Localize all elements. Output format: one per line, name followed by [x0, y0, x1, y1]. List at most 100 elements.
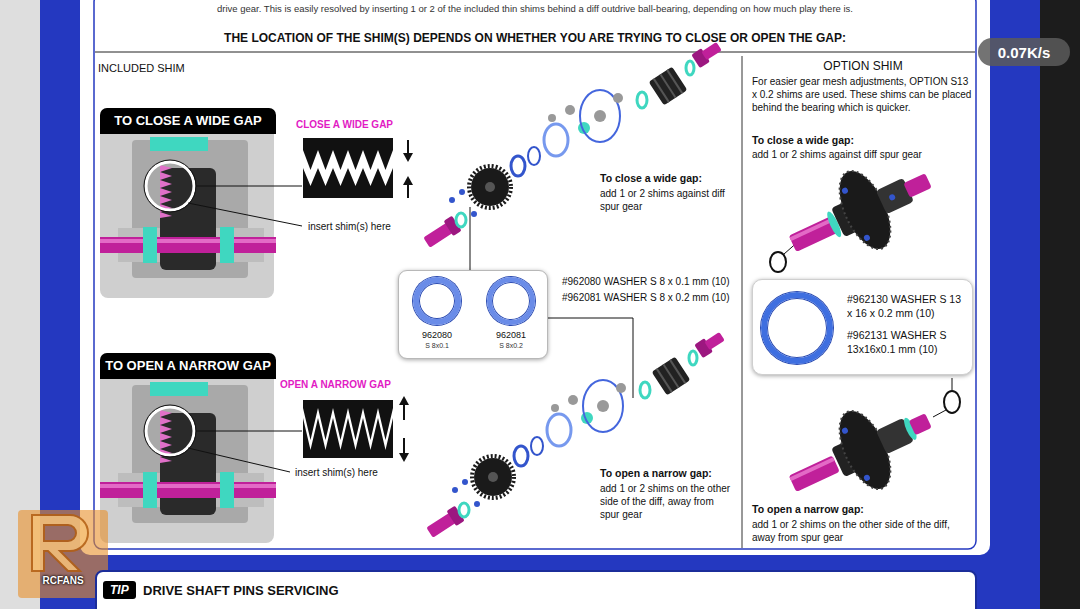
- gear-teeth-close: [303, 138, 393, 170]
- exploded-diff: [485, 182, 495, 192]
- gear-teeth-close: [303, 168, 393, 198]
- shim-box: 962080S 8x0.1962081S 8x0.2: [398, 270, 548, 359]
- tip-heading: DRIVE SHAFT PINS SERVICING: [143, 583, 339, 599]
- section-label: OPTION SHIM: [752, 59, 974, 73]
- exploded-diff: [649, 67, 688, 106]
- section-title: THE LOCATION OF THE SHIM(S) DEPENDS ON W…: [95, 31, 975, 45]
- exploded-diff: [637, 92, 647, 108]
- diff-assembly: [841, 427, 849, 435]
- exploded-diff: [594, 110, 606, 122]
- diff-cutaway: [220, 227, 234, 263]
- exploded-diff: [471, 168, 509, 206]
- gear-teeth-close: [403, 176, 413, 185]
- step-text: add 1 or 2 shims against diff spur gear: [752, 149, 974, 161]
- leader-line: [196, 431, 302, 432]
- diff-assembly: [888, 193, 896, 201]
- exploded-diff: [548, 114, 556, 122]
- intro-text: drive gear. This is easily resolved by i…: [95, 3, 975, 14]
- step-text: add 1 or 2 shims against diff spur gear: [600, 187, 730, 213]
- part-number: #962080 WASHER S 8 x 0.1 mm (10): [562, 276, 729, 288]
- part-number: #962081 WASHER S 8 x 0.2 mm (10): [562, 292, 729, 304]
- diff-cutaway: [150, 137, 208, 151]
- part-size: S 8x0.1: [409, 342, 465, 350]
- gear-teeth-open: [403, 404, 405, 420]
- gear-teeth-open: [399, 396, 409, 405]
- exploded-diff: [511, 156, 525, 176]
- diff-assembly: [789, 455, 840, 492]
- part-number: 962081: [483, 330, 539, 341]
- diff-cutaway: [144, 160, 196, 212]
- cutaway-panel: TO CLOSE A WIDE GAP: [100, 108, 276, 298]
- exploded-diff: [471, 211, 477, 217]
- leader-line: [188, 203, 302, 226]
- diff-assembly: [863, 474, 871, 482]
- panel-heading: TO OPEN A NARROW GAP: [100, 353, 276, 379]
- tip-badge: TIP: [103, 581, 136, 599]
- gear-teeth-open: [403, 438, 405, 454]
- exploded-diff: [649, 67, 688, 106]
- callout-text: insert shim(s) here: [295, 467, 378, 479]
- gear-teeth-close: [407, 184, 409, 198]
- status-text: 0.07K/s: [978, 44, 1070, 62]
- gear-teeth-open: [303, 418, 393, 458]
- page-frame: [742, 56, 743, 548]
- diff-assembly: [775, 142, 946, 282]
- gear-teeth-close: [403, 153, 413, 162]
- exploded-diff: [613, 93, 623, 103]
- callout-text: insert shim(s) here: [308, 221, 391, 233]
- page-frame: [80, 0, 990, 555]
- diff-assembly: [790, 457, 835, 481]
- exploded-diff: [425, 329, 727, 540]
- page-frame: [95, 52, 975, 53]
- shim-ring: [761, 292, 833, 364]
- diff-assembly: [863, 234, 871, 242]
- diff-cutaway: [132, 140, 248, 278]
- status-pill: [978, 38, 1070, 66]
- exploded-diff: [544, 124, 568, 156]
- diff-assembly: [841, 187, 849, 195]
- diff-assembly: [775, 382, 946, 522]
- exploded-diff: [422, 39, 724, 250]
- leader-line: [470, 207, 471, 270]
- leader-line: [933, 410, 946, 417]
- diff-assembly: [790, 217, 835, 241]
- leader-line: [196, 186, 302, 187]
- page-frame: [94, 0, 976, 549]
- gear-teeth-open: [303, 396, 409, 462]
- gear-teeth-close: [407, 140, 409, 154]
- panel-heading: TO CLOSE A WIDE GAP: [100, 108, 276, 134]
- step-heading: To open a narrow gap:: [752, 503, 864, 516]
- shim-ring: [487, 277, 535, 325]
- part-number: #962130 WASHER S 13 x 16 x 0.2 mm (10): [847, 292, 967, 320]
- diff-cutaway: [100, 239, 276, 243]
- diff-assembly: [903, 173, 932, 198]
- exploded-diff: [686, 61, 694, 75]
- diff-assembly: [909, 413, 932, 435]
- step-heading: To close a wide gap:: [600, 172, 702, 185]
- status-pill: [978, 38, 1070, 66]
- exploded-diff: [667, 70, 682, 93]
- part-number: #962131 WASHER S 13x16x0.1 mm (10): [847, 328, 967, 356]
- leader-line: [952, 378, 953, 390]
- step-heading: To open a narrow gap:: [600, 467, 712, 480]
- exploded-diff: [459, 189, 465, 195]
- diff-cutaway: [146, 162, 194, 210]
- tip-panel: TIP DRIVE SHAFT PINS SERVICING: [95, 570, 977, 609]
- gap-label: OPEN A NARROW GAP: [280, 379, 391, 391]
- washer-box: #962130 WASHER S 13 x 16 x 0.2 mm (10) #9…: [752, 279, 973, 375]
- gear-teeth-close: [303, 138, 413, 198]
- exploded-diff: [469, 166, 511, 208]
- step-text: add 1 or 2 shims on the other side of th…: [600, 482, 732, 521]
- leader-line: [188, 448, 290, 472]
- gap-label: CLOSE A WIDE GAP: [296, 119, 393, 131]
- exploded-diff: [449, 197, 455, 203]
- exploded-diff: [565, 105, 575, 115]
- part-size: S 8x0.2: [483, 342, 539, 350]
- diff-cutaway: [100, 237, 276, 253]
- step-heading: To close a wide gap:: [752, 134, 854, 147]
- watermark-logo: [32, 515, 88, 571]
- option-shim-ring: [944, 391, 960, 413]
- gear-teeth-open: [399, 453, 409, 462]
